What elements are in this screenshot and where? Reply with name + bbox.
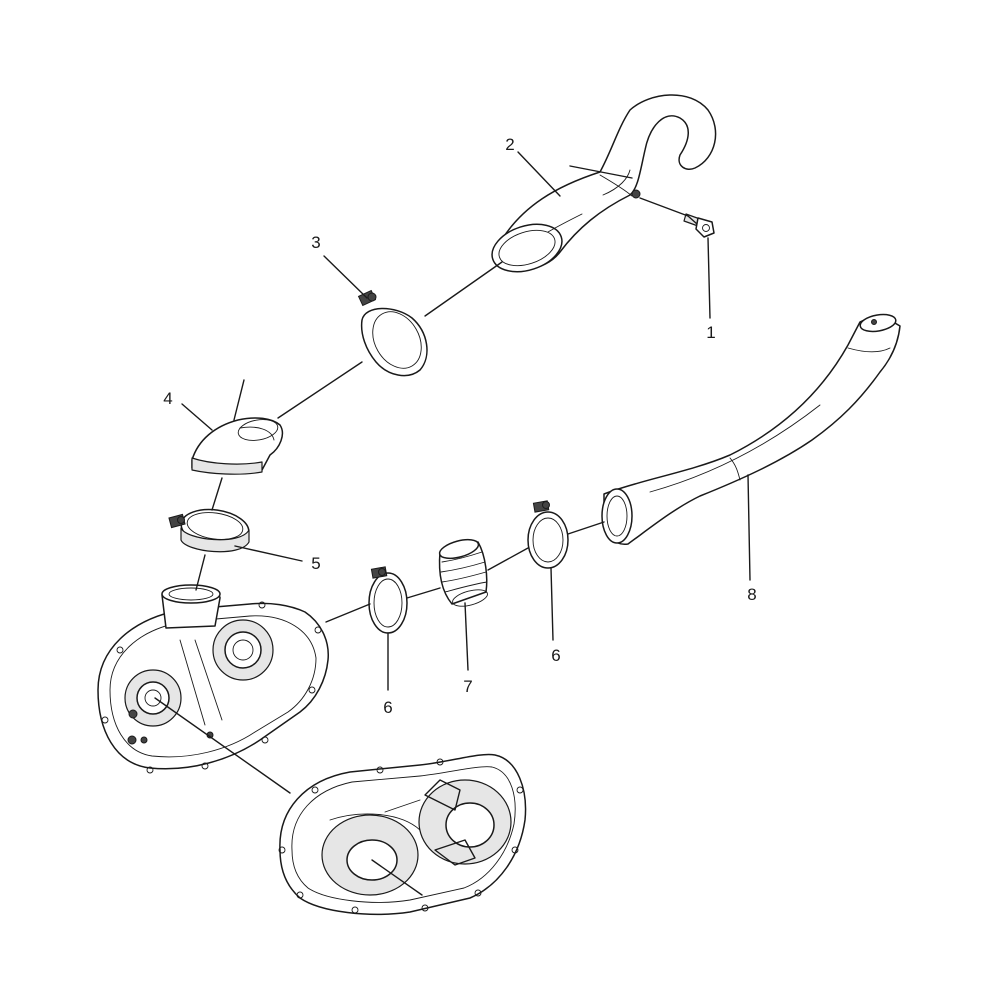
callout-leaders [181, 151, 751, 691]
callout-6-right: 6 [551, 646, 560, 665]
part-7-bellows-coupler [438, 538, 488, 607]
outer-cvt-cover [278, 753, 527, 916]
callout-3: 3 [311, 233, 320, 252]
callout-1: 1 [706, 323, 715, 342]
callout-7: 7 [463, 677, 472, 696]
callout-5: 5 [311, 554, 320, 573]
callout-6-left: 6 [383, 698, 392, 717]
part-6-right-clamp [527, 500, 569, 569]
inner-cvt-housing [97, 584, 329, 774]
part-5-small-hose-clamp [168, 508, 250, 553]
part-3-hose-clamp [357, 289, 428, 377]
part-4-elbow-boot [191, 417, 284, 475]
assembly-leader-lines [154, 165, 689, 896]
callout-labels: 2 1 3 4 5 6 6 7 8 [163, 135, 756, 717]
callout-4: 4 [163, 389, 172, 408]
part-1-bolt [683, 213, 715, 238]
part-2-upper-intake-duct [491, 94, 717, 273]
callout-2: 2 [505, 135, 514, 154]
part-6-left-clamp [368, 566, 408, 634]
part-8-lower-intake-duct [601, 313, 901, 545]
callout-8: 8 [747, 585, 756, 604]
